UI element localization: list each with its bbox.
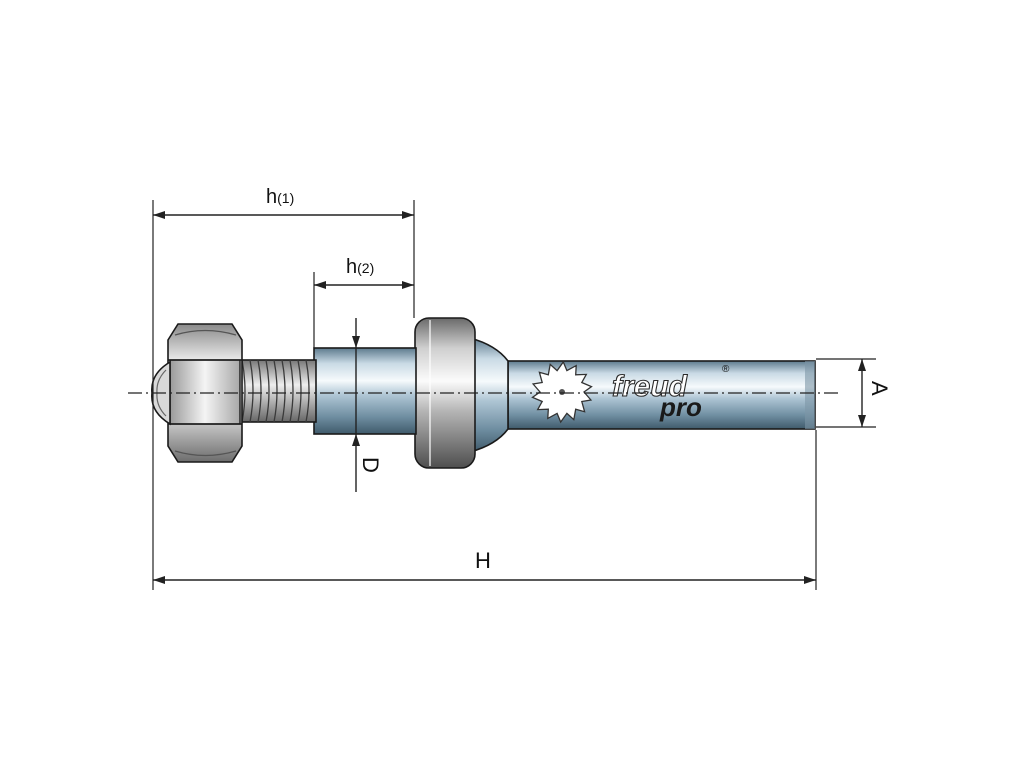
logo-brand: freud [612, 370, 688, 403]
D-label: D [358, 457, 383, 473]
dimension-A: A [858, 359, 892, 427]
logo-line: pro [659, 392, 702, 422]
dimension-h1: h(1) [153, 186, 414, 219]
threaded-stud [237, 359, 317, 423]
h1-subscript: (1) [277, 190, 294, 206]
h1-label: h [266, 186, 277, 208]
h2-subscript: (2) [357, 260, 374, 276]
thread-ridge [289, 359, 294, 423]
thread-ridge [265, 359, 270, 423]
collar-fillet [469, 336, 509, 454]
thread-ridge [273, 359, 278, 423]
thread-ridge [257, 359, 262, 423]
bearing-seat [313, 347, 417, 435]
thread-ridge [241, 359, 246, 423]
dimension-h2: h(2) [314, 256, 414, 289]
freud-pro-logo: freud ® pro [531, 360, 730, 424]
thread-ridge [305, 359, 310, 423]
A-label: A [867, 381, 892, 396]
dimension-H: H [153, 548, 816, 584]
saw-blade-logo-icon [531, 360, 593, 424]
thread-ridge [249, 359, 254, 423]
dimension-D: D [352, 318, 383, 492]
thread-ridge [281, 359, 286, 423]
H-label: H [475, 548, 491, 573]
svg-text:h(1): h(1) [266, 186, 294, 208]
logo-mark: ® [722, 364, 730, 375]
svg-text:h(2): h(2) [346, 256, 374, 278]
h2-label: h [346, 256, 357, 278]
thread-ridge [297, 359, 302, 423]
